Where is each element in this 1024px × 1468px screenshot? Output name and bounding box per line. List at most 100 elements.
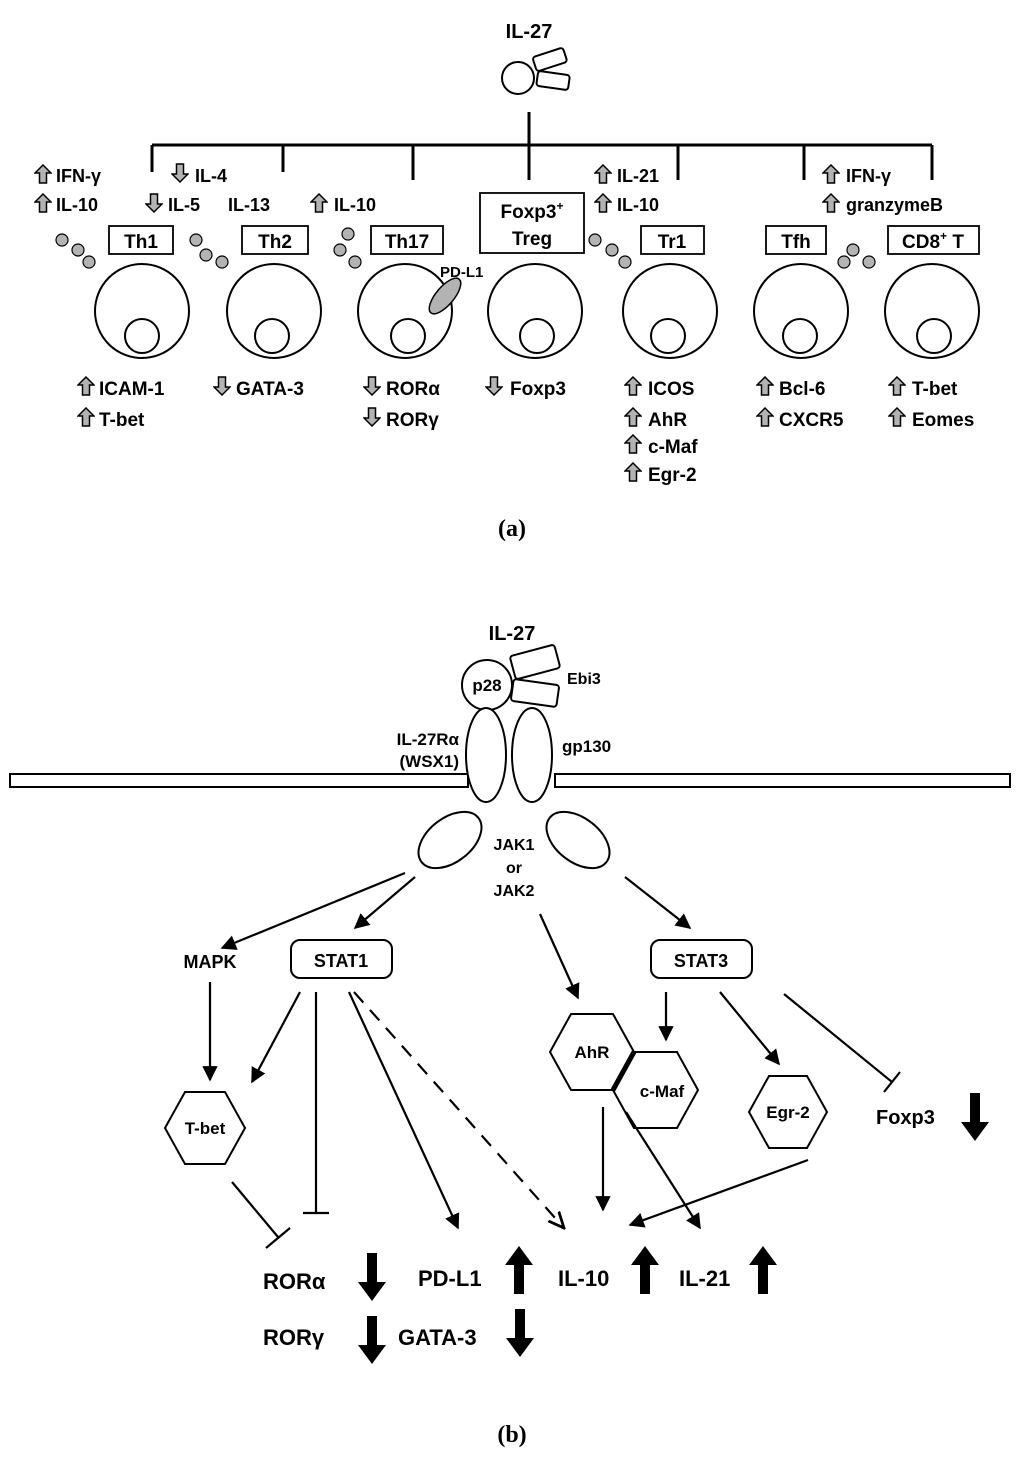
- up-arrow-icon: [624, 376, 642, 396]
- up-arrow-icon: [624, 462, 642, 482]
- output-gata3: GATA-3: [398, 1309, 534, 1357]
- pathway-edges: [202, 871, 809, 1228]
- marker-label: PD-L1: [440, 264, 483, 281]
- output-il21: IL-21: [679, 1246, 777, 1294]
- down-arrow-icon: [358, 1316, 386, 1364]
- down-arrow-icon: [961, 1093, 989, 1141]
- output-il10: IL-10: [558, 1246, 659, 1294]
- jak-right: [545, 810, 611, 870]
- output-rorg: RORγ: [263, 1316, 386, 1364]
- jak2-label: JAK2: [494, 883, 535, 900]
- output-label: GATA-3: [398, 1325, 477, 1350]
- cell-th2: IL-4 IL-5 IL-13 Th2 GATA-3: [145, 163, 322, 400]
- inhibition-edges: [231, 992, 901, 1249]
- cytokine-label: IFN-γ: [56, 166, 101, 186]
- factor-label: ICAM-1: [99, 379, 165, 400]
- cytokine-label: IL-21: [617, 166, 659, 186]
- up-arrow-icon: [756, 376, 774, 396]
- foxp3-node: Foxp3: [876, 1107, 935, 1129]
- egr2-label: Egr-2: [766, 1103, 809, 1122]
- panel-a-caption: (a): [498, 516, 526, 542]
- factor-label: ICOS: [648, 379, 694, 400]
- tbet-label: T-bet: [185, 1119, 226, 1138]
- stat1-node: [290, 939, 393, 979]
- cytokine-label: IL-10: [334, 195, 376, 215]
- factor-label: CXCR5: [779, 410, 844, 431]
- cytokine-label: IL-5: [168, 195, 200, 215]
- factor-label: Bcl-6: [779, 379, 825, 400]
- egr2-node: [747, 1075, 829, 1149]
- factor-label: RORγ: [386, 410, 439, 431]
- cell-name-line2: Treg: [512, 229, 552, 250]
- up-arrow-icon: [77, 407, 95, 427]
- pd-l1-marker: [428, 277, 462, 315]
- receptor-alpha-label: IL-27Rα: [397, 730, 460, 749]
- output-pd-l1: PD-L1: [418, 1246, 533, 1294]
- output-label: PD-L1: [418, 1266, 482, 1291]
- cell-cd8-t: IFN-γ granzymeB CD8+ T T-bet Eomes: [822, 164, 980, 431]
- down-arrow-icon: [145, 193, 163, 213]
- up-arrow-icon: [34, 193, 52, 213]
- stat3-label: STAT3: [674, 951, 728, 971]
- up-arrow-icon: [505, 1246, 533, 1294]
- stat1-label: STAT1: [314, 951, 368, 971]
- cell-tfh: Tfh Bcl-6 CXCR5: [753, 225, 849, 431]
- up-arrow-icon: [631, 1246, 659, 1294]
- cytokine-label: IL-10: [56, 195, 98, 215]
- up-arrow-icon: [624, 434, 642, 454]
- down-arrow-icon: [171, 163, 189, 183]
- output-label: RORγ: [263, 1325, 325, 1350]
- il27-ligand-icon: [501, 47, 571, 95]
- mapk-node: MAPK: [184, 952, 237, 972]
- down-arrow-icon: [363, 376, 381, 396]
- output-label: RORα: [263, 1269, 326, 1294]
- up-arrow-icon: [594, 164, 612, 184]
- down-arrow-icon: [213, 376, 231, 396]
- factor-label: Egr-2: [648, 465, 697, 486]
- ebi3-subunit-upper: [509, 644, 561, 680]
- gp130-chain: [511, 707, 553, 803]
- cell-name: Th2: [258, 232, 292, 253]
- up-arrow-icon: [888, 407, 906, 427]
- factor-label: Foxp3: [510, 379, 566, 400]
- up-arrow-icon: [624, 407, 642, 427]
- up-arrow-icon: [594, 193, 612, 213]
- up-arrow-icon: [749, 1246, 777, 1294]
- cytokine-label: IL-10: [617, 195, 659, 215]
- down-arrow-icon: [485, 376, 503, 396]
- jak-left: [417, 810, 483, 870]
- gp130-label: gp130: [562, 737, 611, 756]
- ebi3-label: Ebi3: [567, 671, 601, 688]
- cell-tr1: IL-21 IL-10 Tr1 ICOS AhR c-Maf Egr-2: [588, 164, 718, 486]
- panel-a: IL-27 IFN-γ IL-10 Th1: [34, 21, 980, 542]
- up-arrow-icon: [822, 193, 840, 213]
- output-label: IL-21: [679, 1266, 730, 1291]
- up-arrow-icon: [34, 164, 52, 184]
- cell-name: Foxp3+: [501, 199, 564, 223]
- cell-name: Th1: [124, 232, 158, 253]
- ebi3-subunit-lower: [510, 678, 560, 708]
- up-arrow-icon: [310, 193, 328, 213]
- cytokine-label: IL-13: [228, 195, 270, 215]
- panel-b: IL-27 p28 Ebi3 IL-27Rα (WSX1) gp130 JAK1…: [9, 623, 1011, 1448]
- receptor-alpha-alias: (WSX1): [400, 752, 460, 771]
- cell-name: Tfh: [781, 232, 811, 253]
- panel-b-caption: (b): [497, 1422, 526, 1448]
- down-arrow-icon: [506, 1309, 534, 1357]
- cytokine-label: IL-4: [195, 166, 227, 186]
- cell-th1: IFN-γ IL-10 Th1 ICAM-1 T-bet: [34, 164, 190, 431]
- cmaf-label: c-Maf: [640, 1082, 685, 1101]
- ahr-label: AhR: [575, 1043, 610, 1062]
- cell-name: CD8+ T: [902, 229, 964, 253]
- tbet-node: [163, 1091, 247, 1165]
- tree-connector: [150, 112, 934, 180]
- panel-b-ligand-label: IL-27: [489, 623, 536, 645]
- cell-name: Th17: [385, 232, 429, 253]
- jak-or-label: or: [506, 860, 522, 877]
- down-arrow-icon: [358, 1253, 386, 1301]
- cytokine-label: IFN-γ: [846, 166, 891, 186]
- output-rora: RORα: [263, 1253, 386, 1301]
- factor-label: GATA-3: [236, 379, 304, 400]
- panel-a-ligand-label: IL-27: [506, 21, 553, 43]
